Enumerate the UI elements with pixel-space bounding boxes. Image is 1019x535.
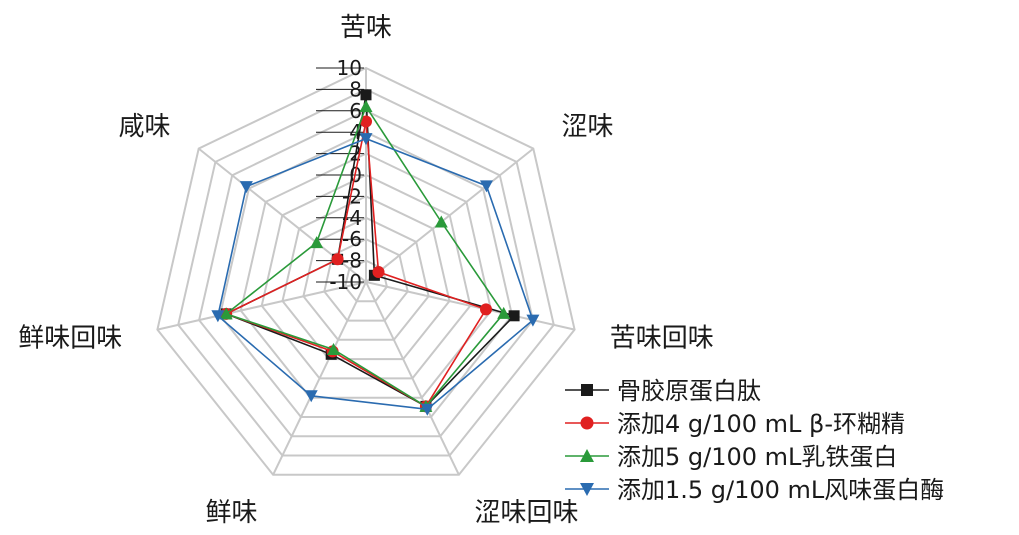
axis-label: 苦味 [340, 13, 392, 43]
axis-label: 涩味回味 [475, 498, 579, 528]
axis-label: 苦味回味 [610, 324, 714, 354]
grid-ring [156, 66, 576, 476]
axis-label: 鲜味回味 [18, 324, 122, 354]
data-point [310, 236, 324, 249]
tick-label: 10 [337, 56, 362, 80]
data-point [434, 215, 448, 228]
data-point [479, 180, 493, 193]
data-point [359, 100, 373, 113]
legend-item: 骨胶原蛋白肽 [565, 377, 761, 405]
grid-ring [218, 131, 514, 418]
series-group [211, 133, 540, 416]
data-point [372, 266, 385, 278]
grid-ring [323, 238, 409, 322]
data-point [327, 342, 341, 355]
tick-label: -6 [342, 227, 362, 251]
tick-label: 6 [349, 99, 362, 123]
legend-item: 添加4 g/100 mL β-环糊精 [565, 410, 905, 438]
legend-marker [580, 449, 594, 462]
legend-label: 添加5 g/100 mL乳铁蛋白 [617, 443, 897, 471]
series [211, 89, 540, 416]
series-line [224, 121, 488, 408]
legend-label: 骨胶原蛋白肽 [617, 377, 761, 405]
spoke-line [365, 281, 575, 331]
grid [156, 66, 576, 476]
legend-item: 添加5 g/100 mL乳铁蛋白 [565, 443, 897, 471]
axis-label: 咸味 [118, 112, 170, 142]
legend-marker [580, 483, 594, 496]
legend-marker [580, 416, 594, 430]
legend-label: 添加1.5 g/100 mL风味蛋白酶 [617, 476, 944, 504]
grid-ring [177, 88, 555, 457]
data-point [480, 303, 492, 316]
spokes [157, 68, 575, 476]
data-point [497, 306, 511, 319]
tick-label: -10 [329, 270, 362, 294]
series-line [217, 137, 534, 411]
data-point [211, 310, 225, 323]
spoke-line [272, 281, 367, 476]
data-point [239, 181, 253, 194]
data-point [508, 310, 520, 322]
legend-item: 添加1.5 g/100 mL风味蛋白酶 [565, 476, 944, 504]
axis-label: 涩味 [562, 112, 614, 142]
data-point [360, 89, 372, 101]
legend-marker [581, 384, 593, 396]
data-point [526, 314, 540, 327]
grid-ring [281, 195, 451, 361]
tick-label: -8 [342, 249, 362, 273]
data-point [360, 115, 372, 128]
spoke-line [365, 147, 534, 283]
legend-label: 添加4 g/100 mL β-环糊精 [617, 410, 905, 438]
grid-ring [302, 216, 430, 341]
grid-ring [260, 173, 472, 380]
data-point [420, 403, 434, 416]
tick-label: 8 [349, 77, 362, 101]
grid-ring [239, 152, 493, 399]
data-point [304, 390, 318, 403]
series-group [219, 100, 511, 412]
data-point [359, 133, 373, 146]
spoke-line [157, 281, 367, 331]
grid-ring [198, 109, 534, 438]
axis-label: 鲜味 [205, 498, 257, 528]
data-point [331, 253, 344, 266]
data-point [219, 307, 233, 320]
series-line [224, 104, 505, 408]
spoke-line [365, 281, 460, 476]
